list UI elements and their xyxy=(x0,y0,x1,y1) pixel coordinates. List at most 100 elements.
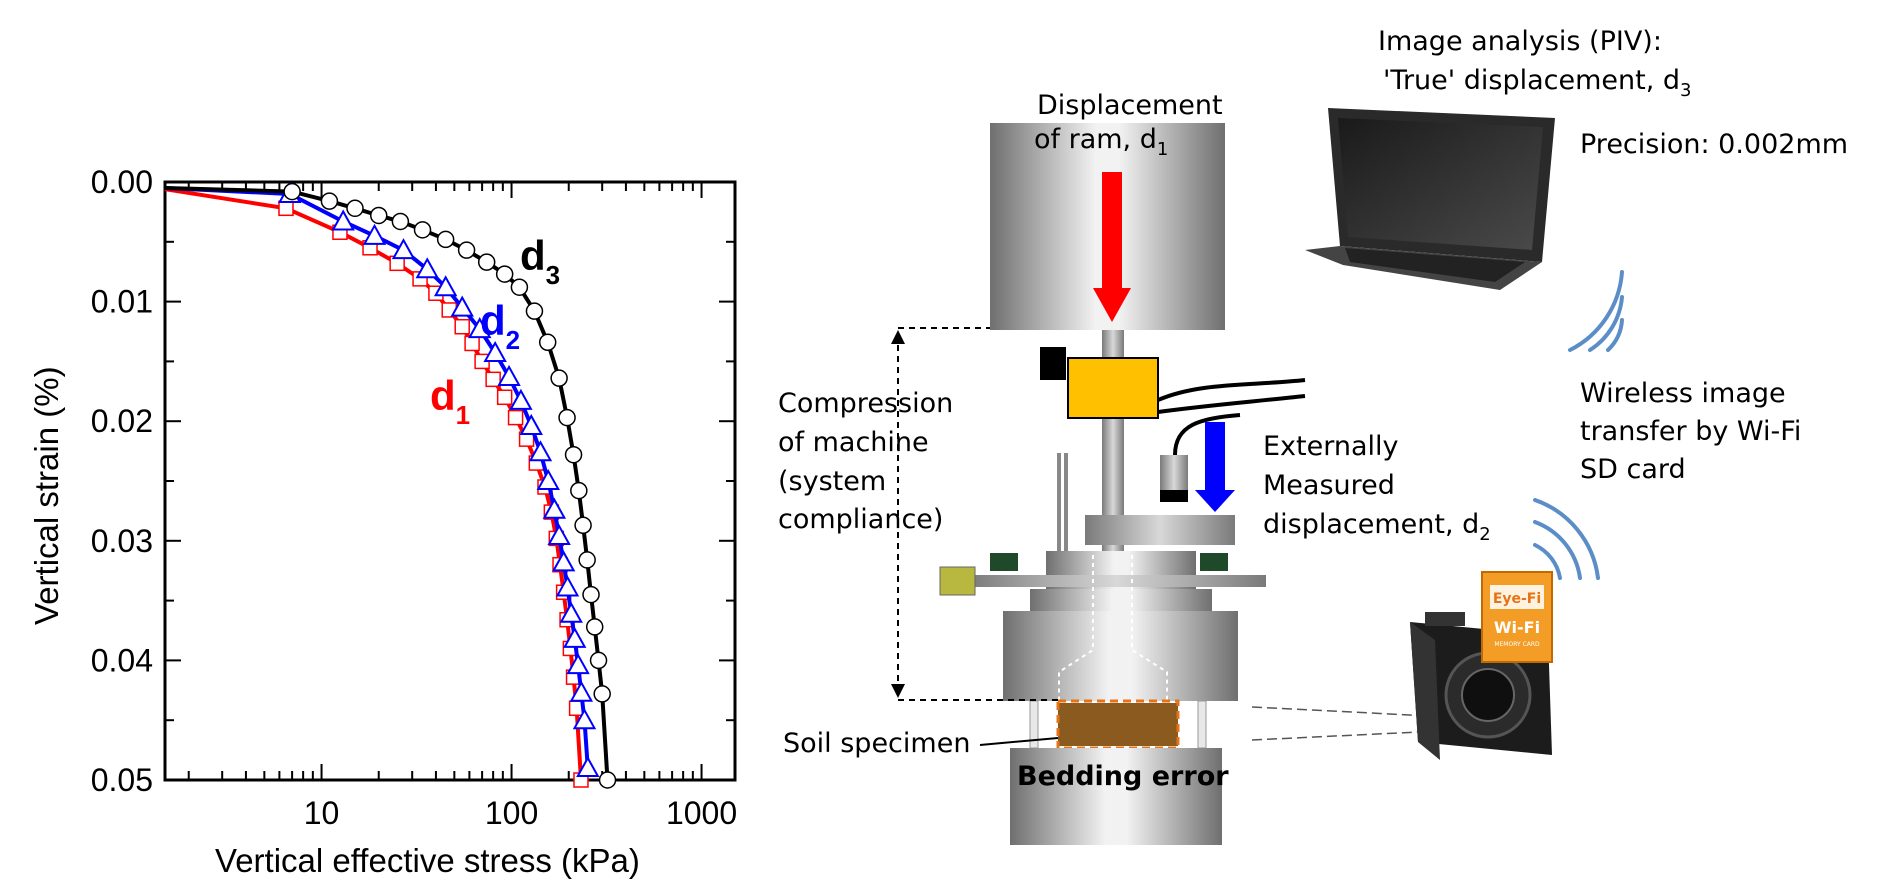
point-d3 xyxy=(320,192,339,210)
bracket-arm xyxy=(968,575,1266,587)
point-d3 xyxy=(525,302,544,320)
base-pedestal xyxy=(1010,748,1222,845)
point-d2 xyxy=(468,317,492,339)
point-d2 xyxy=(450,295,474,317)
x-axis-label: Vertical effective stress (kPa) xyxy=(215,842,640,879)
point-d2 xyxy=(415,257,439,279)
point-d3 xyxy=(550,369,568,387)
side-clamp xyxy=(939,566,976,596)
point-d3 xyxy=(574,516,592,535)
point-d3 xyxy=(589,651,608,670)
laptop-icon xyxy=(1305,108,1555,290)
point-d2 xyxy=(433,275,458,297)
camera-sightline-bottom xyxy=(1251,730,1441,741)
point-d3 xyxy=(495,265,514,283)
point-d2 xyxy=(391,238,416,260)
eye-fi-card-icon: Eye-Fi Wi-Fi MEMORY CARD xyxy=(1481,571,1553,663)
y-tick-label: 0.03 xyxy=(91,523,153,559)
wifi-arc-top-3 xyxy=(1606,318,1624,352)
point-d3 xyxy=(598,771,617,789)
x-tick-label: 10 xyxy=(304,795,340,831)
load-cell-cable-2 xyxy=(1157,394,1306,414)
point-d3 xyxy=(369,206,388,225)
wifi-arc-bottom-2 xyxy=(1533,520,1582,580)
lvdt-tip xyxy=(1160,490,1188,502)
soil-specimen xyxy=(1058,703,1178,746)
compression-label-line4: compliance) xyxy=(778,504,943,535)
load-cell-connector xyxy=(1040,347,1066,380)
point-d3 xyxy=(582,585,600,604)
eye-fi-badge xyxy=(1490,585,1544,609)
lvdt-cable xyxy=(1173,413,1241,456)
point-d1 xyxy=(496,389,513,406)
laptop-screen xyxy=(1338,118,1543,250)
point-d2 xyxy=(563,626,587,648)
guide-rod-2 xyxy=(1064,453,1068,560)
compression-label-line2: of machine xyxy=(778,427,929,458)
external-arrow-head xyxy=(1195,490,1235,512)
wireless-label-line2: transfer by Wi-Fi xyxy=(1580,416,1801,447)
lvdt-reference-arm xyxy=(1085,515,1235,545)
point-d2 xyxy=(542,497,567,519)
point-d2 xyxy=(509,388,533,410)
point-d1 xyxy=(278,200,294,217)
compression-arrow-bottom xyxy=(891,684,905,698)
wifi-arc-bottom-3 xyxy=(1533,543,1562,580)
eye-fi-small: MEMORY CARD xyxy=(1494,641,1540,648)
wifi-arc-top-2 xyxy=(1588,295,1624,352)
point-d2 xyxy=(566,653,590,675)
point-d2 xyxy=(547,523,571,546)
point-d3 xyxy=(564,445,583,464)
series-label-d3: d3 xyxy=(520,232,560,290)
point-d3 xyxy=(283,182,301,201)
point-d1 xyxy=(454,318,470,335)
point-d3 xyxy=(558,408,576,427)
cell-collar xyxy=(1030,589,1212,611)
cell-ring xyxy=(1003,611,1238,629)
y-tick-label: 0.05 xyxy=(91,762,153,798)
point-d2 xyxy=(331,209,355,231)
y-tick-label: 0.04 xyxy=(91,642,153,678)
point-d2 xyxy=(362,223,387,245)
point-d2 xyxy=(519,413,543,435)
posts-right xyxy=(1197,700,1207,749)
ram-label-line1: Displacement xyxy=(1037,90,1223,121)
precision-label: Precision: 0.002mm xyxy=(1580,129,1848,160)
point-d2 xyxy=(559,601,583,623)
series-label-d2: d2 xyxy=(480,297,520,355)
point-d3 xyxy=(538,333,557,352)
point-d1 xyxy=(485,371,501,388)
cell-hidden-line-right xyxy=(1131,555,1168,700)
guide-rod-1 xyxy=(1057,453,1061,560)
camera-lens-inner xyxy=(1461,668,1515,722)
external-arrow-shaft xyxy=(1205,422,1225,492)
green-clip-left xyxy=(990,553,1018,571)
compression-label-line1: Compression xyxy=(778,388,953,419)
point-d3 xyxy=(578,551,596,569)
point-d3 xyxy=(593,685,611,703)
y-axis-label: Vertical strain (%) xyxy=(28,366,65,625)
wifi-signal-icon-bottom xyxy=(1533,498,1600,580)
external-label-line2: Measured xyxy=(1263,470,1395,501)
point-d2 xyxy=(551,550,576,572)
point-d3 xyxy=(477,253,496,271)
point-d3 xyxy=(436,230,455,249)
x-tick-label: 1000 xyxy=(666,795,737,831)
point-d3 xyxy=(457,241,476,259)
external-label-line3: displacement, d2 xyxy=(1263,509,1491,545)
point-d2 xyxy=(569,680,594,702)
x-tick-label: 100 xyxy=(485,795,538,831)
ram-arrow-head xyxy=(1093,288,1131,322)
external-label-line1: Externally xyxy=(1263,431,1399,462)
laptop-keyboard xyxy=(1345,248,1525,282)
y-tick-label: 0.01 xyxy=(91,284,153,320)
camera-side xyxy=(1410,622,1440,760)
point-d1 xyxy=(507,409,524,426)
green-clip-right xyxy=(1200,553,1228,571)
ram-label-line2: of ram, d1 xyxy=(1034,124,1168,160)
piv-label-line2: 'True' displacement, d3 xyxy=(1383,65,1692,101)
ram-arrow-shaft xyxy=(1102,172,1122,290)
